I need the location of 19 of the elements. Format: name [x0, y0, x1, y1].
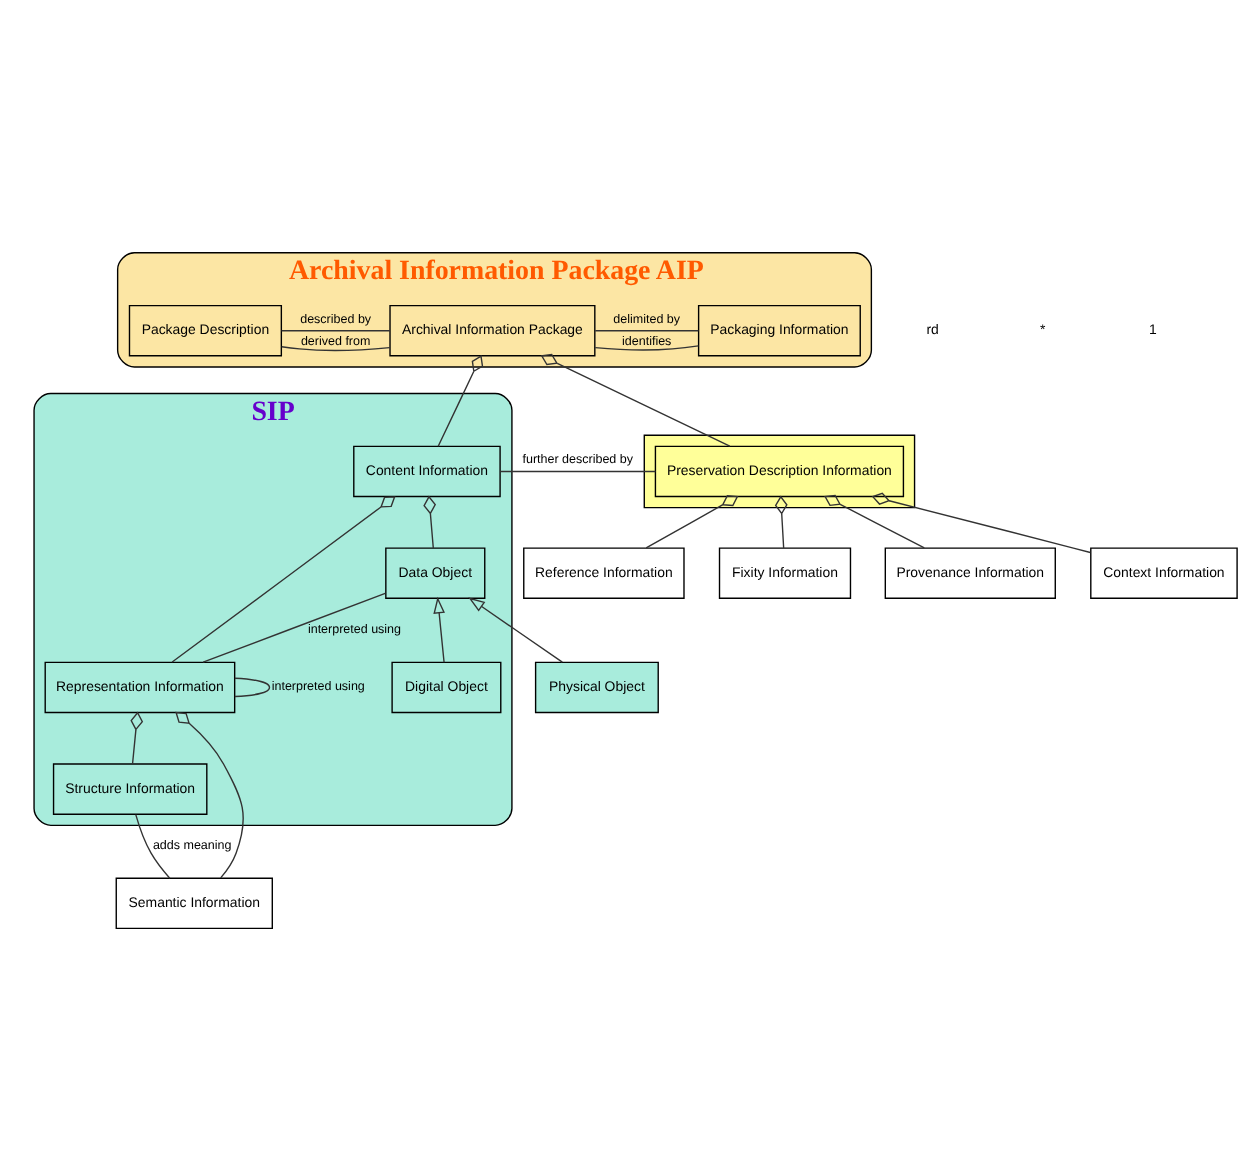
connector [499, 469, 657, 472]
arrow [433, 595, 445, 662]
connector [594, 329, 700, 331]
connector [175, 710, 244, 878]
connector [871, 491, 1091, 553]
connector [280, 329, 391, 331]
connector [774, 494, 788, 548]
connector [437, 354, 484, 446]
connector [824, 493, 925, 548]
connector [234, 676, 271, 697]
connector [594, 344, 700, 350]
connector [135, 813, 171, 878]
connector [202, 591, 386, 662]
connector [423, 494, 437, 548]
connector [645, 494, 739, 548]
connector [130, 710, 144, 764]
connector [281, 345, 391, 351]
connector [171, 495, 396, 662]
arrow [468, 596, 563, 662]
